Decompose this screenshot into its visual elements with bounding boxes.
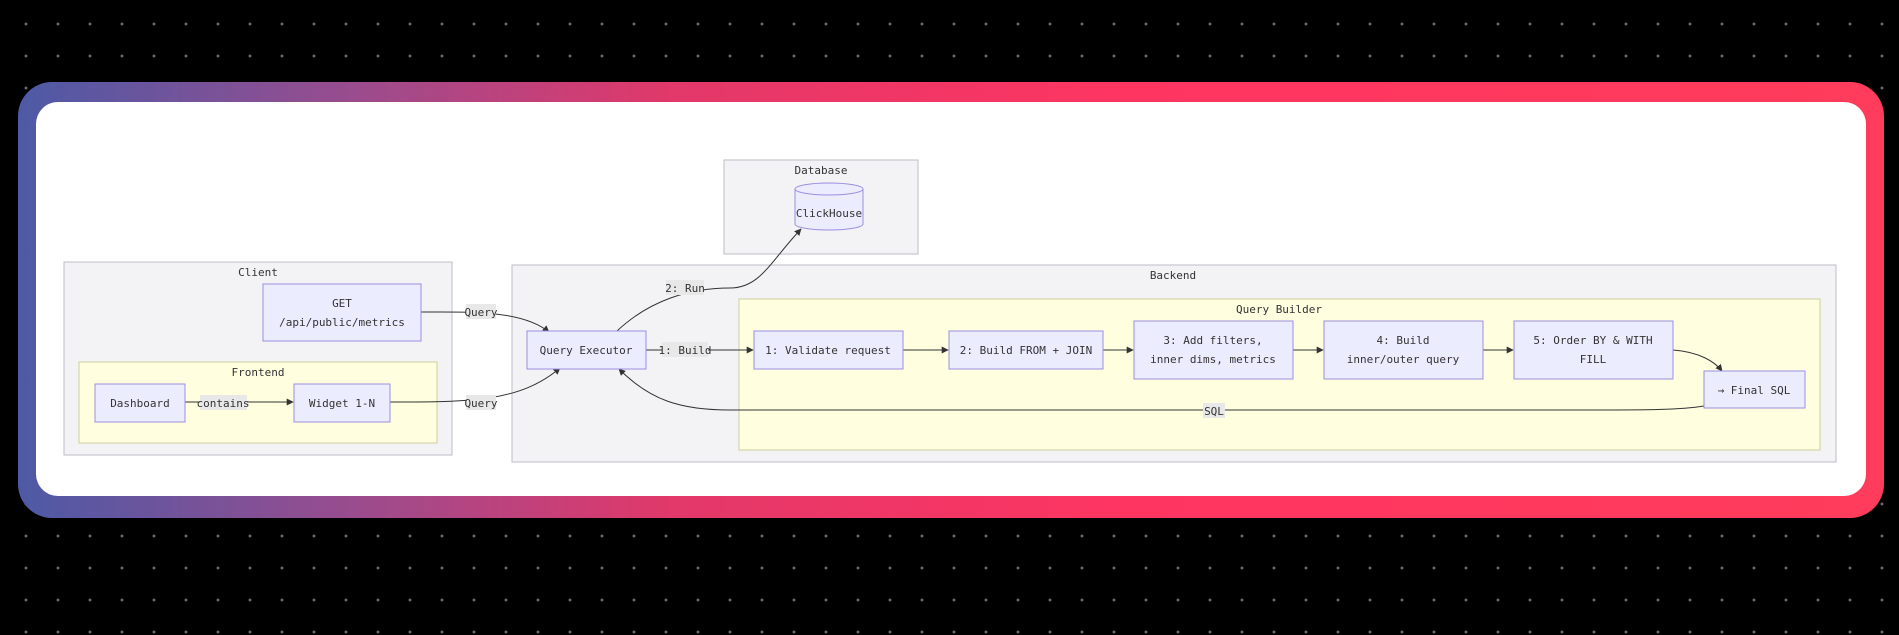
client-cluster-title: Client [238, 266, 278, 279]
svg-text:Query: Query [464, 306, 497, 319]
edge-executor-to-db [616, 228, 802, 332]
frontend-cluster-title: Frontend [232, 366, 285, 379]
backend-cluster-title: Backend [1150, 269, 1196, 282]
edge-label-run: 2: Run [665, 280, 705, 295]
svg-text:/api/public/metrics: /api/public/metrics [279, 316, 405, 329]
widget-node[interactable]: Widget 1-N [293, 383, 391, 423]
svg-text:inner dims, metrics: inner dims, metrics [1150, 353, 1276, 366]
svg-text:Widget 1-N: Widget 1-N [309, 397, 375, 410]
svg-text:3: Add filters,: 3: Add filters, [1163, 334, 1262, 347]
step4-inner-outer-node[interactable]: 4: Build inner/outer query [1323, 320, 1484, 380]
step1-validate-node[interactable]: 1: Validate request [753, 330, 904, 370]
get-metrics-endpoint-node[interactable]: GET /api/public/metrics [262, 283, 422, 342]
database-cluster-title: Database [795, 164, 848, 177]
edge-label-sql: SQL [1203, 403, 1225, 418]
database-cluster: Database [723, 159, 919, 255]
svg-text:inner/outer query: inner/outer query [1347, 353, 1460, 366]
edge-label-contains: contains [197, 395, 250, 410]
clickhouse-node[interactable]: ClickHouse [794, 182, 864, 231]
edge-final-to-executor [618, 368, 1705, 411]
edge-label-build: 1: Build [659, 342, 712, 357]
svg-text:Dashboard: Dashboard [110, 397, 170, 410]
clickhouse-label: ClickHouse [796, 207, 862, 220]
svg-text:2: Build FROM + JOIN: 2: Build FROM + JOIN [960, 344, 1092, 357]
svg-text:5: Order BY & WITH: 5: Order BY & WITH [1533, 334, 1652, 347]
svg-text:1: Build: 1: Build [659, 344, 712, 357]
edge-label-widget-query: Query [464, 395, 498, 410]
svg-text:SQL: SQL [1204, 405, 1224, 418]
svg-text:GET: GET [332, 297, 352, 310]
query-executor-node[interactable]: Query Executor [526, 330, 647, 370]
svg-text:→ Final SQL: → Final SQL [1718, 384, 1791, 397]
svg-text:Query: Query [464, 397, 497, 410]
query-builder-cluster-title: Query Builder [1236, 303, 1322, 316]
svg-text:Query Executor: Query Executor [540, 344, 633, 357]
edge-label-get-query: Query [464, 304, 498, 319]
step2-from-join-node[interactable]: 2: Build FROM + JOIN [948, 330, 1104, 370]
dashboard-node[interactable]: Dashboard [94, 383, 186, 423]
svg-text:1: Validate request: 1: Validate request [765, 344, 891, 357]
edge-step5-to-final [1672, 349, 1723, 372]
svg-text:contains: contains [197, 397, 250, 410]
svg-text:2: Run: 2: Run [665, 282, 705, 295]
final-sql-node[interactable]: → Final SQL [1703, 370, 1806, 409]
svg-text:FILL: FILL [1580, 353, 1607, 366]
step3-filters-node[interactable]: 3: Add filters, inner dims, metrics [1133, 320, 1294, 380]
svg-text:4: Build: 4: Build [1377, 334, 1430, 347]
step5-order-fill-node[interactable]: 5: Order BY & WITH FILL [1513, 320, 1674, 380]
